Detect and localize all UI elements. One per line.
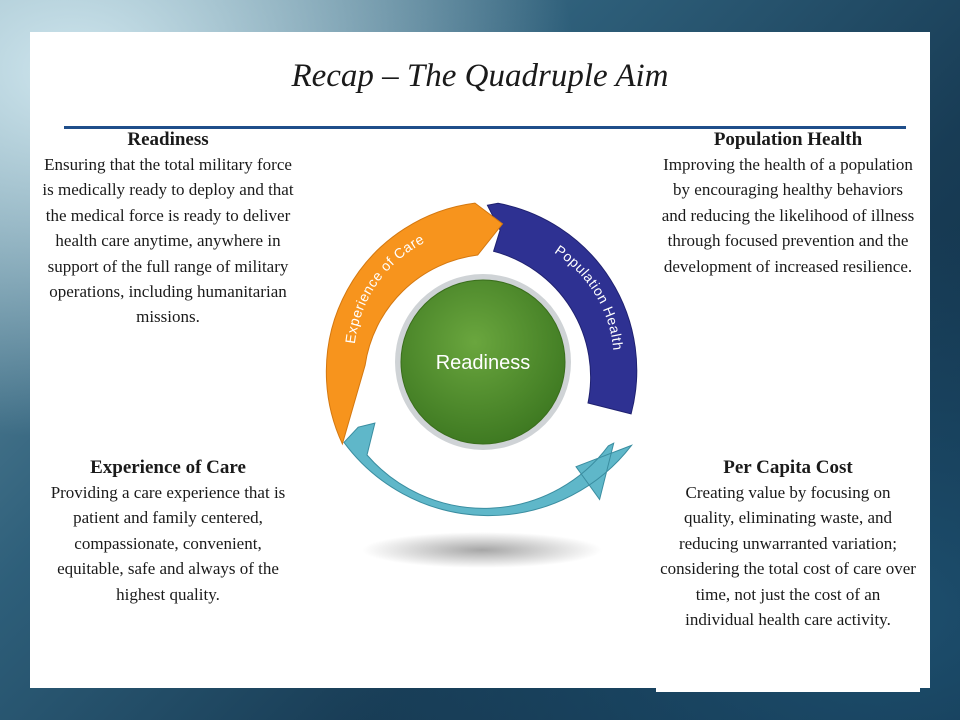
per-capita-cost-ring-label: Per Capita Cost bbox=[445, 463, 558, 498]
readiness-description: Readiness Ensuring that the total milita… bbox=[40, 128, 296, 330]
population-health-heading: Population Health bbox=[713, 129, 863, 150]
per-capita-cost-body: Creating value by focusing on quality, e… bbox=[660, 483, 916, 630]
experience-of-care-heading: Experience of Care bbox=[90, 457, 246, 478]
population-health-description: Population Health Improving the health o… bbox=[660, 128, 916, 279]
center-circle bbox=[400, 279, 566, 445]
slide-panel-extension bbox=[656, 688, 920, 692]
experience-of-care-body: Providing a care experience that is pati… bbox=[50, 483, 286, 604]
title-divider bbox=[64, 126, 906, 129]
population-health-arrow bbox=[486, 202, 638, 415]
per-capita-cost-description: Per Capita Cost Creating value by focusi… bbox=[660, 456, 916, 632]
experience-of-care-arrow bbox=[325, 202, 504, 446]
readiness-body: Ensuring that the total military force i… bbox=[42, 155, 294, 327]
quadruple-aim-cycle-diagram: Experience of Care Population Health Per… bbox=[325, 202, 638, 568]
diagram-shadow bbox=[362, 532, 602, 568]
experience-of-care-description: Experience of Care Providing a care expe… bbox=[40, 456, 296, 607]
per-capita-cost-heading: Per Capita Cost bbox=[723, 457, 853, 478]
per-capita-cost-arrow bbox=[343, 422, 633, 517]
population-health-body: Improving the health of a population by … bbox=[661, 155, 915, 276]
center-label: Readiness bbox=[436, 352, 531, 374]
page-title: Recap – The Quadruple Aim bbox=[291, 58, 669, 94]
readiness-heading: Readiness bbox=[127, 129, 209, 150]
